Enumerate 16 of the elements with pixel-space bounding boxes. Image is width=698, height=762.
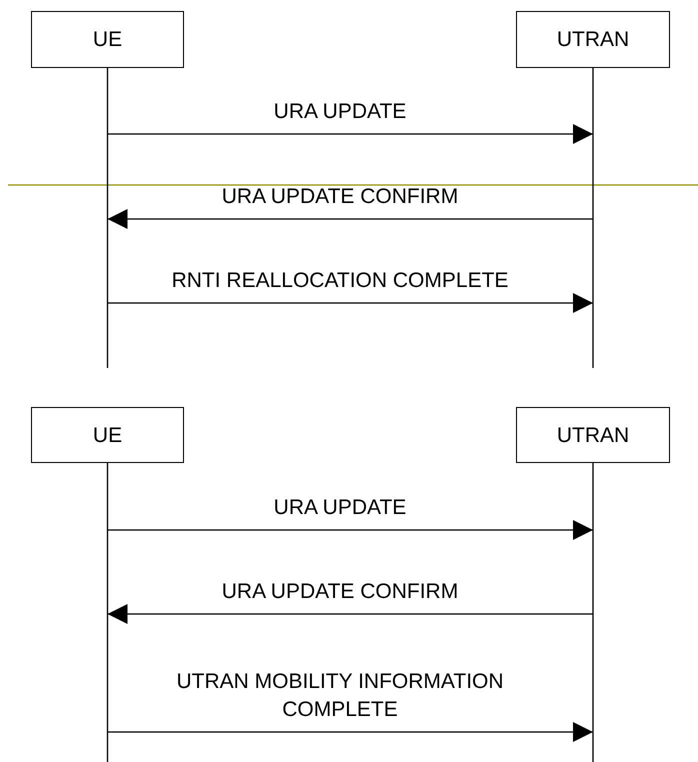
message-label: UTRAN MOBILITY INFORMATION COMPLETE — [175, 669, 505, 723]
message-arrow — [108, 722, 593, 742]
message-arrow — [108, 124, 593, 144]
message-arrow — [108, 604, 593, 624]
message-label: URA UPDATE — [274, 98, 406, 125]
message-label: RNTI REALLOCATION COMPLETE — [172, 268, 508, 294]
participant-name: UTRAN — [556, 424, 630, 446]
participant-name: UE — [92, 424, 122, 446]
participant-name: UE — [92, 29, 122, 50]
message-label: URA UPDATE CONFIRM — [222, 578, 458, 605]
message-arrow — [108, 520, 593, 540]
message-arrow — [108, 209, 593, 229]
message-arrow — [108, 293, 593, 313]
participant-name: UTRAN — [556, 29, 630, 50]
message-label: URA UPDATE CONFIRM — [222, 184, 458, 210]
message-label: URA UPDATE — [274, 494, 406, 521]
